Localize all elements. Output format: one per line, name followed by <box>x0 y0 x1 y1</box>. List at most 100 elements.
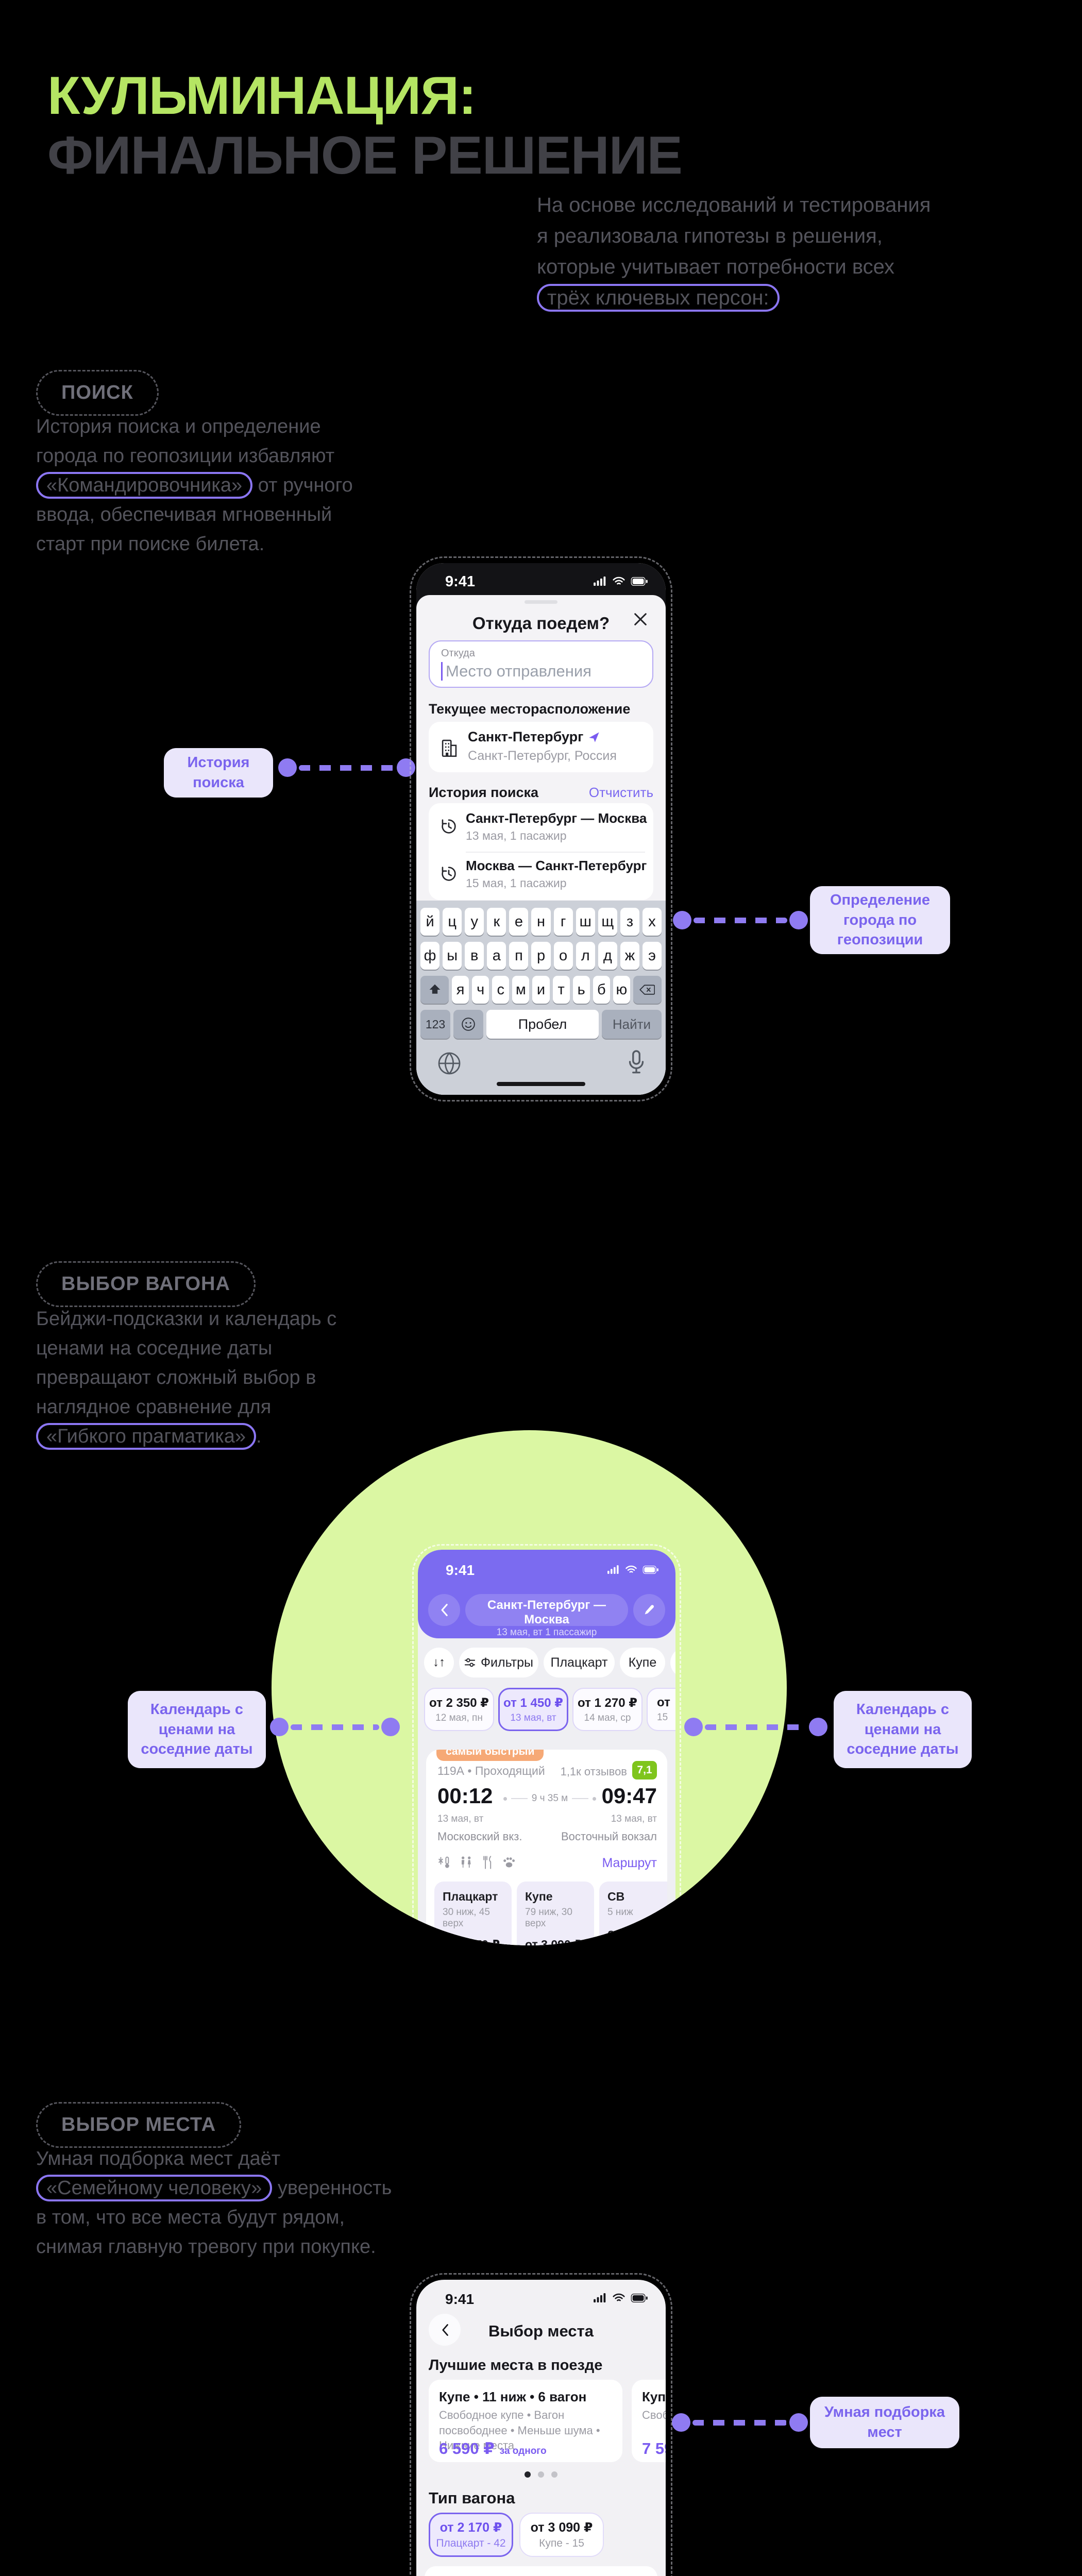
callout-calendar-right: Календарь с ценами на соседние даты <box>834 1691 972 1768</box>
sort-button[interactable]: ↓↑ <box>424 1648 454 1677</box>
class-card[interactable]: Купе 79 ниж, 30 верх от 3 090 ₽ <box>517 1882 594 1945</box>
class-card[interactable]: Плацкарт 30 ниж, 45 верх от 2 170 ₽ <box>434 1882 512 1945</box>
signal-icon <box>607 1565 620 1574</box>
climate-icon <box>437 1856 451 1869</box>
key-letter[interactable]: ю <box>613 976 630 1004</box>
key-letter[interactable]: т <box>552 976 570 1004</box>
signal-icon <box>594 577 607 586</box>
connector-dot <box>684 1718 703 1736</box>
key-letter[interactable]: э <box>642 942 662 970</box>
connector-dot <box>381 1718 400 1736</box>
history-item[interactable]: Санкт-Петербург — Москва 13 мая, 1 пасаж… <box>429 803 653 852</box>
wifi-icon <box>612 577 625 586</box>
key-letter[interactable]: щ <box>598 908 617 936</box>
type-chip-label: Купе - 15 <box>539 2537 584 2549</box>
wagon-paragraph: Бейджи-подсказки и календарь с ценами на… <box>36 1304 392 1451</box>
status-time: 9:41 <box>446 1562 475 1578</box>
key-letter[interactable]: ш <box>576 908 595 936</box>
key-letter[interactable]: н <box>531 908 551 936</box>
key-letter[interactable]: е <box>509 908 529 936</box>
type-chip[interactable]: от 3 090 ₽ Купе - 15 <box>519 2513 604 2557</box>
home-indicator[interactable] <box>497 1082 585 1086</box>
backspace-key-icon[interactable] <box>633 976 662 1004</box>
route-details-link[interactable]: Маршрут <box>602 1856 657 1870</box>
date-chip-selected[interactable]: от 1 450 ₽ 13 мая, вт <box>498 1688 568 1731</box>
key-letter[interactable]: о <box>553 942 573 970</box>
phone-seat-screen: 9:41 Выбор места Лучшие места в поезде К… <box>410 2273 672 2576</box>
wagon-type-header: Тип вагона <box>429 2489 515 2507</box>
emoji-key-icon[interactable] <box>453 1010 483 1039</box>
location-title: Санкт-Петербург <box>468 729 584 744</box>
train-reviews: 1,1к отзывов <box>560 1765 627 1778</box>
key-letter[interactable]: й <box>420 908 440 936</box>
class-card[interactable]: СВ 5 ниж от 8 950 ₽ <box>599 1882 667 1945</box>
key-letter[interactable]: ы <box>443 942 462 970</box>
history-header: История поиска <box>429 785 539 800</box>
connector-dot <box>672 2413 690 2432</box>
history-item[interactable]: Москва — Санкт-Петербург 15 мая, 1 пасаж… <box>429 853 653 900</box>
callout-smart-seats: Умная подборка мест <box>810 2397 959 2448</box>
sv-chip[interactable]: СВ <box>670 1648 675 1677</box>
duration-label: 9 ч 35 м <box>531 1793 568 1804</box>
dot-active[interactable] <box>525 2471 531 2478</box>
key-letter[interactable]: ж <box>620 942 639 970</box>
numbers-key[interactable]: 123 <box>420 1010 450 1039</box>
best-seat-card[interactable]: Купе Свободное купе • Меньше шума 7 590 … <box>632 2380 666 2462</box>
class-seats: 5 ниж <box>607 1907 633 1918</box>
section-badge-seat: ВЫБОР МЕСТА <box>36 2102 242 2148</box>
key-letter[interactable]: ь <box>572 976 590 1004</box>
key-letter[interactable]: с <box>492 976 510 1004</box>
dot[interactable] <box>538 2471 544 2478</box>
key-letter[interactable]: ч <box>472 976 489 1004</box>
best-seat-card[interactable]: Купе • 11 ниж • 6 вагон Свободное купе •… <box>429 2380 622 2462</box>
key-letter[interactable]: з <box>620 908 639 936</box>
history-card: Санкт-Петербург — Москва 13 мая, 1 пасаж… <box>429 803 653 900</box>
space-key[interactable]: Пробел <box>486 1010 599 1039</box>
key-letter[interactable]: б <box>593 976 610 1004</box>
key-letter[interactable]: а <box>487 942 506 970</box>
key-letter[interactable]: г <box>553 908 573 936</box>
key-letter[interactable]: у <box>465 908 484 936</box>
key-letter[interactable]: ц <box>443 908 462 936</box>
key-letter[interactable]: л <box>576 942 595 970</box>
clear-history-link[interactable]: Отчистить <box>588 785 653 800</box>
key-letter[interactable]: и <box>532 976 550 1004</box>
key-letter[interactable]: ф <box>420 942 440 970</box>
sheet-grabber[interactable] <box>525 600 557 604</box>
close-icon[interactable] <box>633 612 648 627</box>
key-letter[interactable]: к <box>487 908 506 936</box>
class-seats: 30 ниж, 45 верх <box>443 1907 490 1929</box>
status-icons <box>594 2293 648 2302</box>
date-chip[interactable]: от 15 <box>647 1688 675 1731</box>
key-letter[interactable]: м <box>512 976 530 1004</box>
route-header: 9:41 Санкт-Петербург — Москва 13 мая, вт… <box>418 1550 675 1638</box>
connector-line <box>299 765 395 771</box>
screen-title: Выбор места <box>488 2322 594 2340</box>
coupe-chip[interactable]: Купе <box>620 1648 665 1677</box>
back-button[interactable] <box>429 2314 461 2346</box>
shift-key-icon[interactable] <box>420 976 449 1004</box>
type-chip-selected[interactable]: от 2 170 ₽ Плацкарт - 42 <box>429 2513 513 2557</box>
key-letter[interactable]: в <box>465 942 484 970</box>
mic-icon[interactable] <box>628 1050 645 1076</box>
key-letter[interactable]: п <box>509 942 529 970</box>
date-chip[interactable]: от 2 350 ₽ 12 мая, пн <box>424 1688 494 1731</box>
route-line <box>572 1798 588 1799</box>
dot[interactable] <box>551 2471 557 2478</box>
search-key[interactable]: Найти <box>602 1010 662 1039</box>
back-button[interactable] <box>428 1594 460 1626</box>
class-price: от 2 170 ₽ <box>443 1938 500 1945</box>
origin-input[interactable]: Откуда Место отправления <box>429 640 653 688</box>
route-pill[interactable]: Санкт-Петербург — Москва 13 мая, вт 1 па… <box>465 1594 628 1638</box>
current-location-card[interactable]: Санкт-Петербург Санкт-Петербург, Россия <box>429 722 653 772</box>
platzkart-chip[interactable]: Плацкарт <box>544 1648 615 1677</box>
date-chip[interactable]: от 1 270 ₽ 14 мая, ср <box>572 1688 643 1731</box>
key-letter[interactable]: р <box>531 942 551 970</box>
key-letter[interactable]: я <box>452 976 469 1004</box>
edit-button[interactable] <box>633 1594 665 1626</box>
train-card[interactable]: 119А • Проходящий 1,1к отзывов 7,1 00:12… <box>426 1750 667 1945</box>
key-letter[interactable]: х <box>642 908 662 936</box>
globe-icon[interactable] <box>437 1051 462 1076</box>
key-letter[interactable]: д <box>598 942 617 970</box>
filters-chip[interactable]: Фильтры <box>459 1648 538 1677</box>
